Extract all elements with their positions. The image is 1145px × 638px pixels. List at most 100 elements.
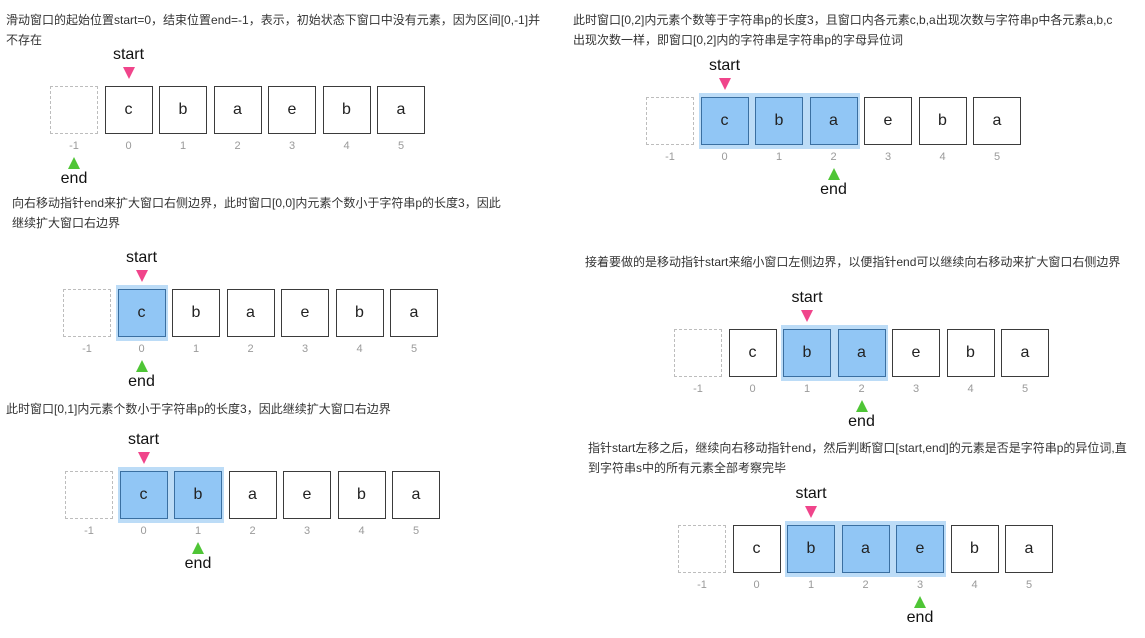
array-cell: b [918, 97, 967, 145]
start-marker-icon [801, 310, 813, 322]
index-label: 4 [343, 140, 350, 152]
index-label: 5 [993, 151, 1001, 163]
array-cell: a [377, 86, 425, 134]
index-label: 4 [356, 343, 363, 355]
index-label: -1 [697, 579, 707, 591]
end-label: end [820, 181, 847, 198]
index-label: 3 [884, 151, 892, 163]
array-cell: c [117, 289, 166, 337]
start-marker-icon [137, 452, 150, 464]
array-cell: b [946, 329, 995, 377]
start-marker-icon [805, 506, 817, 518]
array-cell: a [973, 97, 1021, 145]
empty-slot [65, 471, 113, 519]
array-cell: a [392, 471, 440, 519]
index-label: 0 [721, 151, 728, 163]
array-cell: a [837, 329, 886, 377]
index-label: 1 [192, 343, 200, 355]
index-label: 1 [775, 151, 783, 163]
end-label: end [60, 170, 88, 187]
array-cell: c [119, 471, 168, 519]
index-label: -1 [82, 343, 92, 355]
index-label: 0 [140, 525, 147, 537]
array-cell: e [892, 329, 940, 377]
array-cell: b [950, 525, 999, 573]
array-cell: a [841, 525, 890, 573]
array-cell: c [700, 97, 749, 145]
array-cell: c [104, 86, 153, 134]
start-label: start [708, 57, 741, 74]
step-5-description: 接着要做的是移动指针start来缩小窗口左侧边界，以便指针end可以继续向右移动… [585, 255, 1121, 269]
array-cell: a [1001, 329, 1049, 377]
array-cell: b [783, 329, 831, 377]
index-label: -1 [665, 151, 675, 163]
start-marker-icon [718, 78, 731, 90]
start-label: start [112, 46, 145, 63]
end-marker-icon [827, 168, 840, 180]
start-label: start [791, 289, 823, 306]
index-label: -1 [84, 525, 94, 537]
index-label: 5 [397, 140, 405, 152]
array-cell: e [896, 525, 944, 573]
index-label: 2 [830, 151, 837, 163]
empty-slot [63, 289, 111, 337]
index-label: 4 [967, 383, 974, 395]
index-label: 3 [301, 343, 309, 355]
index-label: 3 [303, 525, 311, 537]
start-marker-icon [122, 67, 135, 79]
array-cell: b [337, 471, 386, 519]
array-cell: e [283, 471, 331, 519]
index-label: 1 [807, 579, 815, 591]
array-cell: b [172, 289, 220, 337]
array-cell: a [226, 289, 275, 337]
index-label: -1 [693, 383, 703, 395]
index-label: -1 [69, 140, 79, 152]
index-label: 2 [858, 383, 865, 395]
index-label: 4 [358, 525, 365, 537]
index-label: 1 [803, 383, 811, 395]
array-cell: b [335, 289, 384, 337]
array-cell: c [732, 525, 781, 573]
empty-slot [674, 329, 722, 377]
empty-slot [646, 97, 694, 145]
step-2-description: 向右移动指针end来扩大窗口右侧边界，此时窗口[0,0]内元素个数小于字符串p的… [12, 196, 501, 230]
index-label: 1 [179, 140, 187, 152]
end-label: end [906, 609, 934, 626]
array-cell: a [228, 471, 277, 519]
end-marker-icon [855, 400, 868, 412]
start-label: start [125, 249, 158, 266]
index-label: 4 [971, 579, 978, 591]
end-label: end [128, 373, 155, 390]
index-label: 4 [939, 151, 946, 163]
index-label: 2 [862, 579, 869, 591]
index-label: 1 [194, 525, 202, 537]
end-label: end [184, 555, 212, 572]
array-cell: b [755, 97, 803, 145]
index-label: 2 [249, 525, 256, 537]
step-1-description: 滑动窗口的起始位置start=0，结束位置end=-1，表示，初始状态下窗口中没… [6, 13, 541, 47]
index-label: 2 [247, 343, 254, 355]
index-label: 5 [410, 343, 418, 355]
array-cell: a [809, 97, 858, 145]
array-cell: c [728, 329, 777, 377]
array-cell: e [281, 289, 329, 337]
start-label: start [795, 485, 827, 502]
empty-slot [678, 525, 726, 573]
end-marker-icon [914, 596, 926, 608]
index-label: 0 [125, 140, 132, 152]
start-marker-icon [135, 270, 148, 282]
index-label: 3 [288, 140, 296, 152]
array-cell: b [322, 86, 371, 134]
step-3-description: 此时窗口[0,1]内元素个数小于字符串p的长度3，因此继续扩大窗口右边界 [6, 402, 391, 416]
end-label: end [848, 413, 875, 430]
array-cell: b [787, 525, 835, 573]
array-cell: a [213, 86, 262, 134]
index-label: 5 [1025, 579, 1033, 591]
start-label: start [127, 431, 160, 448]
index-label: 2 [234, 140, 241, 152]
